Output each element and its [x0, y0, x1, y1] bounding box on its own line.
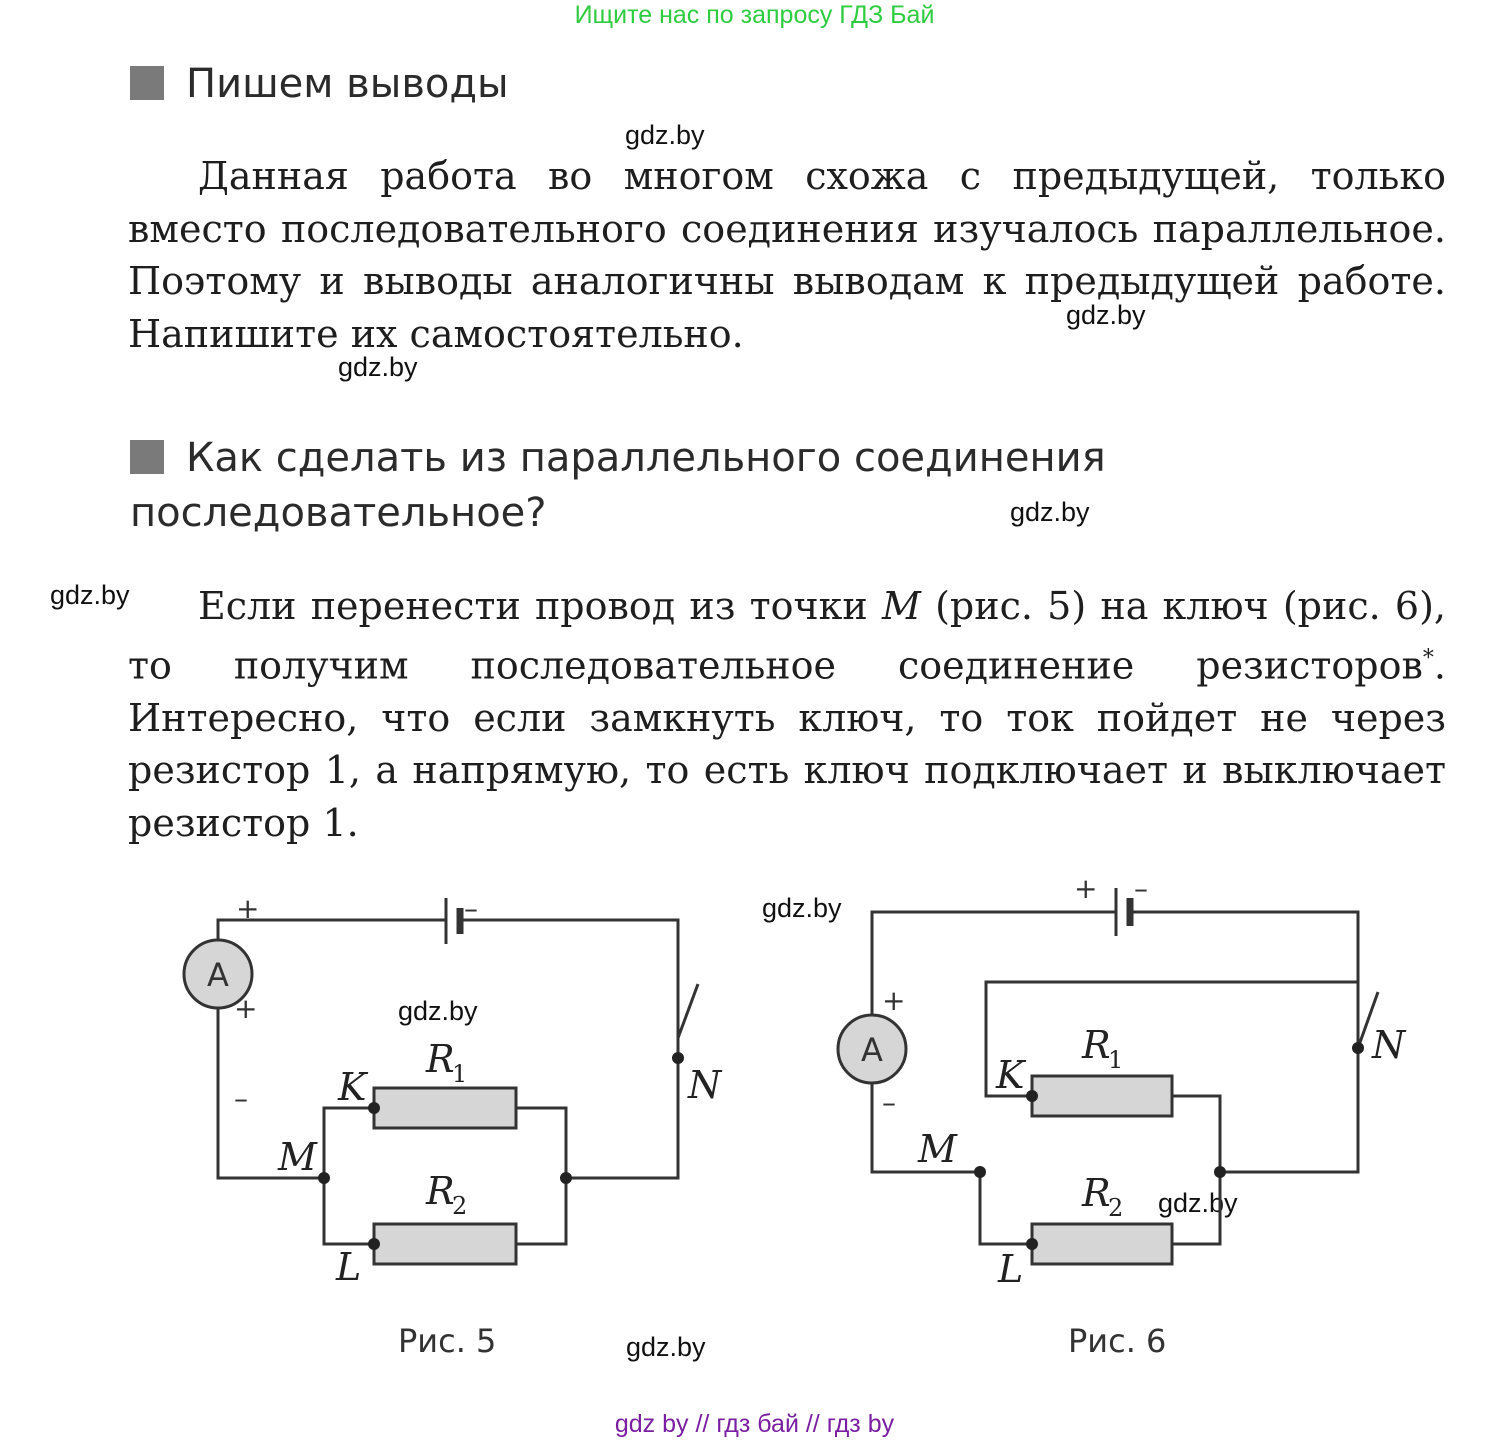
watermark: gdz.by: [626, 1332, 706, 1362]
battery-minus: –: [1134, 872, 1148, 905]
battery-plus: +: [1074, 872, 1097, 905]
conversion-text-3: . Интересно, что если замкнуть ключ, то …: [128, 643, 1446, 845]
wire: [322, 1178, 374, 1246]
label-r2: R: [425, 1169, 455, 1213]
label-r1-sub: 1: [1108, 1046, 1123, 1074]
conclusions-text: Данная работа во многом схожа с предыдущ…: [128, 154, 1446, 356]
label-n: N: [1371, 1023, 1407, 1067]
key-switch: [1356, 991, 1380, 1049]
conversion-text-2: (рис. 5) на ключ (рис. 6), то получим по…: [128, 584, 1446, 688]
ammeter: [836, 1013, 908, 1085]
ammeter-plus: +: [882, 984, 905, 1017]
heading-text-line2: последовательное?: [130, 490, 547, 536]
wire: [216, 1006, 324, 1180]
ammeter-label: A: [861, 1031, 883, 1069]
point-k: [1026, 1090, 1038, 1102]
wire: [1172, 1172, 1222, 1246]
wire-moved: [984, 980, 1360, 1098]
battery-plus: +: [236, 892, 259, 925]
watermark: gdz.by: [625, 120, 705, 150]
figure-5-circuit: A + – + – K M L N R 1 R 2: [182, 892, 723, 1289]
label-r2-sub: 2: [452, 1192, 467, 1220]
resistor-r2: [1030, 1222, 1174, 1266]
point-m: [318, 1172, 330, 1184]
wire: [870, 910, 1116, 1016]
heading-bullet-icon: [130, 440, 164, 474]
label-r1: R: [1081, 1023, 1111, 1067]
watermark: gdz.by: [1066, 300, 1146, 330]
wire: [216, 918, 446, 942]
watermark: gdz.by: [762, 893, 842, 923]
watermark: gdz.by: [1010, 497, 1090, 527]
wire: [978, 1172, 1032, 1246]
wire: [566, 1058, 680, 1180]
search-banner: Ищите нас по запросу ГДЗ Бай: [574, 1, 935, 29]
label-r2-sub: 2: [1108, 1194, 1123, 1222]
label-m: M: [917, 1127, 958, 1171]
heading-text-line1: Как сделать из параллельного соединения: [186, 435, 1106, 481]
wire: [870, 1082, 980, 1174]
battery-minus: –: [464, 892, 478, 925]
key-switch: [676, 983, 700, 1039]
junction-point: [560, 1172, 572, 1184]
point-k: [368, 1102, 380, 1114]
resistor-r2: [372, 1222, 518, 1266]
conversion-text-1: Если перенести провод из точки: [198, 584, 882, 628]
point-m-label: M: [881, 584, 921, 628]
ammeter: [182, 938, 254, 1010]
label-r1: R: [425, 1037, 455, 1081]
footnote-mark: *: [1422, 645, 1434, 671]
wire: [1172, 1094, 1222, 1172]
wire: [460, 918, 680, 1038]
figure-6-caption: Рис. 6: [1068, 1322, 1167, 1360]
wire: [516, 1106, 568, 1246]
label-l: L: [335, 1245, 361, 1289]
ammeter-minus: –: [234, 1082, 248, 1115]
watermark: gdz.by: [1158, 1188, 1238, 1218]
heading-text: Пишем выводы: [186, 61, 509, 107]
figure-5-caption: Рис. 5: [398, 1322, 497, 1360]
watermark: gdz.by: [50, 580, 130, 610]
point-n: [672, 1052, 684, 1064]
resistor-r1: [1030, 1074, 1174, 1118]
point-m: [974, 1166, 986, 1178]
label-n: N: [687, 1063, 723, 1107]
wire: [1220, 1048, 1360, 1174]
heading-bullet-icon: [130, 66, 164, 100]
junction-point: [1214, 1166, 1226, 1178]
wire: [322, 1106, 374, 1178]
label-k: K: [337, 1065, 369, 1109]
resistor-r1: [372, 1086, 518, 1130]
label-r1-sub: 1: [452, 1060, 467, 1088]
point-l: [1026, 1238, 1038, 1250]
conclusions-paragraph: Данная работа во многом схожа с предыдущ…: [128, 150, 1446, 360]
point-l: [368, 1238, 380, 1250]
conversion-paragraph: Если перенести провод из точки M (рис. 5…: [128, 580, 1446, 849]
section-heading-conversion-line2: последовательное?: [130, 487, 547, 539]
section-heading-conversion: Как сделать из параллельного соединения: [130, 432, 1106, 484]
figure-6-circuit: A + – + – K M L N R 1 R 2: [836, 872, 1407, 1291]
point-n: [1352, 1042, 1364, 1054]
label-k: K: [995, 1053, 1027, 1097]
footer-links: gdz by // гдз бай // гдз by: [614, 1410, 895, 1438]
section-heading-conclusions: Пишем выводы: [130, 58, 509, 110]
label-m: M: [277, 1135, 318, 1179]
wire: [1130, 910, 1360, 1048]
label-l: L: [997, 1247, 1023, 1291]
ammeter-minus: –: [882, 1086, 896, 1119]
watermark: gdz.by: [338, 352, 418, 382]
watermark: gdz.by: [398, 996, 478, 1026]
ammeter-label: A: [207, 956, 229, 994]
label-r2: R: [1081, 1171, 1111, 1215]
ammeter-plus: +: [234, 992, 257, 1025]
